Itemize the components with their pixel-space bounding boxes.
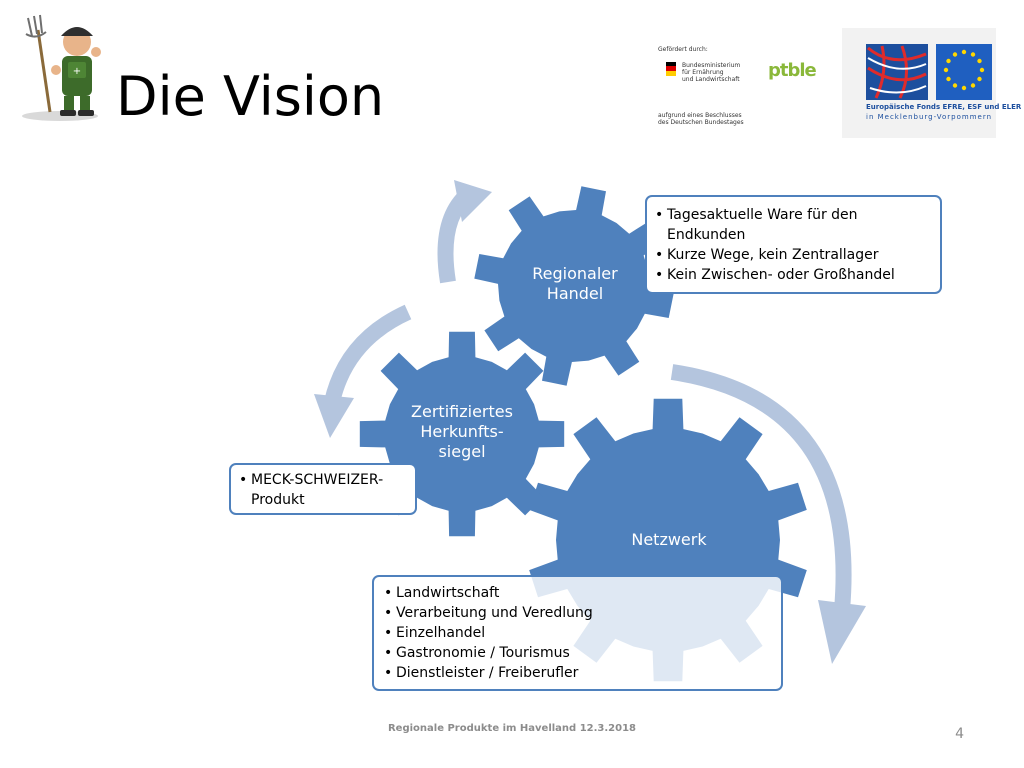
federal-eagle-icon [666,62,676,76]
gear-regional-line-2: Handel [546,284,604,303]
ptble-logo: ptble [768,60,817,81]
list-item: Verarbeitung und Veredlung [382,603,771,623]
gear-regional-line-1: Regionaler [532,264,618,283]
funding-label: Gefördert durch: [658,46,708,53]
arrow-left-arc [314,304,412,438]
list-item: Dienstleister / Freiberufler [382,663,771,683]
svg-text:+: + [73,66,81,77]
gear-siegel-line-3: siegel [438,442,486,461]
callout-regional-handel: Tagesaktuelle Ware für den Endkunden Kur… [645,195,942,294]
list-item: Landwirtschaft [382,583,771,603]
arrow-top-arc [437,180,492,284]
ministry-line-1: Bundesministerium [682,62,741,69]
gear-label-netzwerk: Netzwerk [599,530,739,550]
gear-netzwerk-line-1: Netzwerk [631,530,707,549]
page-number: 4 [955,726,964,742]
ministry-line-3: und Landwirtschaft [682,76,740,83]
gear-siegel-line-1: Zertifiziertes [411,402,513,421]
funding-logo: Gefördert durch: Bundesministerium für E… [650,40,830,130]
list-item: MECK-SCHWEIZER-Produkt [237,470,407,510]
callout-siegel: MECK-SCHWEIZER-Produkt [229,463,417,515]
slide-footer: Regionale Produkte im Havelland 12.3.201… [387,723,636,734]
gear-label-siegel: Zertifiziertes Herkunfts- siegel [392,402,532,462]
gear-label-regional: Regionaler Handel [510,264,640,304]
arrow-right-arc [670,364,866,664]
list-item: Tagesaktuelle Ware für den Endkunden [653,205,930,245]
decision-line-1: aufgrund eines Beschlusses [658,112,742,119]
decision-line-2: des Deutschen Bundestages [658,119,744,126]
gear-siegel-line-2: Herkunfts- [420,422,504,441]
list-item: Kein Zwischen- oder Großhandel [653,265,930,285]
farmer-illustration-icon: + [22,14,101,121]
list-item: Gastronomie / Tourismus [382,643,771,663]
callout-netzwerk: Landwirtschaft Verarbeitung und Veredlun… [372,575,783,691]
eu-logo: Europäische Fonds EFRE, ESF und ELER in … [842,28,1022,138]
eu-logo-line-2: in Mecklenburg-Vorpommern [866,113,993,121]
cycle-arrows [314,180,866,664]
list-item: Kurze Wege, kein Zentrallager [653,245,930,265]
list-item: Einzelhandel [382,623,771,643]
slide-title: Die Vision [116,65,385,128]
eu-logo-line-1: Europäische Fonds EFRE, ESF und ELER [866,103,1022,111]
gear-regional [474,186,674,386]
ministry-line-2: für Ernährung [682,69,724,76]
eu-flag-icon [842,28,996,138]
